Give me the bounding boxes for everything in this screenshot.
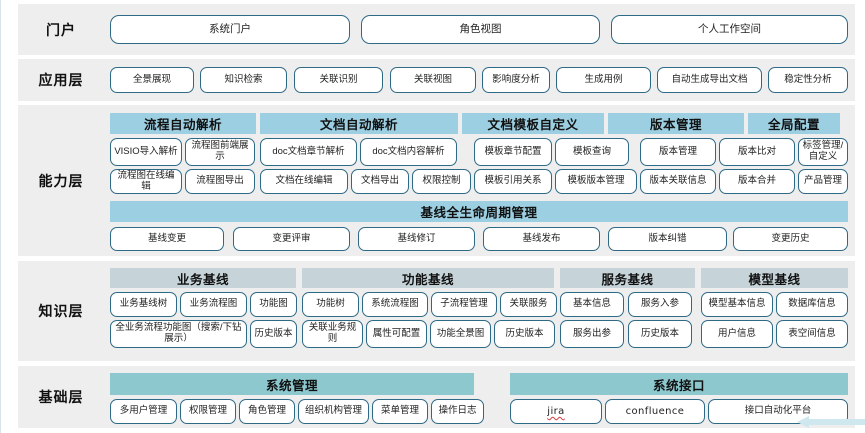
capability-group-header-version-management: 版本管理 [608,113,744,134]
capability-item-doc-online-edit[interactable]: 文档在线编辑 [260,169,348,194]
layer-body-capability: 流程自动解析 文档自动解析 文档模板自定义 版本管理 全局配置 VISIO导入解… [104,105,855,256]
knowledge-group-header-function-baseline: 功能基线 [302,268,554,288]
foundation-item-org-management[interactable]: 组织机构管理 [298,399,369,424]
lifecycle-item-version-correction[interactable]: 版本纠错 [608,227,727,251]
foundation-item-jira[interactable]: jira [510,399,602,424]
knowledge-item-service-input-params[interactable]: 服务入参 [628,292,692,317]
knowledge-item-function-chart[interactable]: 功能图 [250,292,297,317]
capability-group-header-process-parsing: 流程自动解析 [110,113,256,134]
capability-group-header-doc-template: 文档模板自定义 [462,113,604,134]
layer-label-knowledge: 知识层 [38,303,84,319]
capability-item-template-query[interactable]: 模板查询 [555,138,629,166]
capability-item-template-chapter-config[interactable]: 模板章节配置 [474,138,552,166]
knowledge-item-business-history-version[interactable]: 历史版本 [250,320,297,348]
layer-row-portal: 门户 系统门户 角色视图 个人工作空间 [18,4,855,55]
layer-label-foundation: 基础层 [38,389,84,405]
capability-item-doc-chapter-parse[interactable]: doc文档章节解析 [260,138,357,166]
knowledge-item-user-info[interactable]: 用户信息 [701,320,773,348]
foundation-item-confluence[interactable]: confluence [605,399,705,424]
knowledge-group-header-service-baseline: 服务基线 [560,268,695,288]
portal-item-personal-workspace[interactable]: 个人工作空间 [611,15,848,44]
app-item-stability-analysis[interactable]: 稳定性分析 [768,67,848,93]
capability-item-flowchart-online-edit[interactable]: 流程图在线编辑 [110,169,182,194]
lifecycle-item-baseline-revision[interactable]: 基线修订 [358,227,475,251]
foundation-item-multi-user-management[interactable]: 多用户管理 [110,399,177,424]
capability-item-version-management[interactable]: 版本管理 [640,138,716,166]
capability-item-version-merge[interactable]: 版本合并 [719,169,795,194]
capability-item-doc-export[interactable]: 文档导出 [351,169,409,194]
knowledge-item-service-basic-info[interactable]: 基本信息 [560,292,624,317]
capability-item-template-version-management[interactable]: 模板版本管理 [555,169,637,194]
foundation-group-header-system-interface: 系统接口 [510,373,848,395]
app-item-generate-case[interactable]: 生成用例 [556,67,651,93]
capability-group-header-document-parsing: 文档自动解析 [260,113,458,134]
capability-lifecycle-header: 基线全生命周期管理 [110,201,848,222]
capability-item-visio-import-parse[interactable]: VISIO导入解析 [110,138,182,166]
knowledge-item-model-basic-info[interactable]: 模型基本信息 [701,292,773,317]
layer-label-portal: 门户 [46,21,76,38]
app-item-relation-view[interactable]: 关联视图 [390,67,476,93]
knowledge-item-function-tree[interactable]: 功能树 [302,292,359,317]
app-item-relation-recognition[interactable]: 关联识别 [294,67,383,93]
knowledge-item-tablespace-info[interactable]: 表空间信息 [776,320,848,348]
app-item-impact-analysis[interactable]: 影响度分析 [482,67,550,93]
knowledge-group-header-model-baseline: 模型基线 [701,268,848,288]
capability-item-template-reference-relation[interactable]: 模板引用关系 [474,169,552,194]
capability-item-version-relation-info[interactable]: 版本关联信息 [640,169,716,194]
layer-body-application: 全景展现 知识检索 关联识别 关联视图 影响度分析 生成用例 自动生成导出文档 … [104,59,855,101]
layer-body-portal: 系统门户 角色视图 个人工作空间 [104,4,855,55]
layer-body-foundation: 系统管理 系统接口 多用户管理 权限管理 角色管理 组织机构管理 菜单管理 操作… [104,366,855,428]
foundation-item-operation-log[interactable]: 操作日志 [431,399,484,424]
knowledge-item-service-output-params[interactable]: 服务出参 [560,320,624,348]
layer-row-capability: 能力层 流程自动解析 文档自动解析 文档模板自定义 版本管理 全局配置 VISI… [18,105,855,256]
layer-label-capability: 能力层 [38,172,84,189]
knowledge-item-business-flowchart[interactable]: 业务流程图 [180,292,247,317]
knowledge-item-function-history-version[interactable]: 历史版本 [494,320,555,348]
capability-item-product-management[interactable]: 产品管理 [798,169,848,194]
app-item-auto-export-doc[interactable]: 自动生成导出文档 [657,67,762,93]
layer-body-knowledge: 业务基线 功能基线 服务基线 模型基线 业务基线树 业务流程图 功能图 全业务流… [104,261,855,361]
knowledge-item-related-business-rule[interactable]: 关联业务规则 [302,320,363,348]
layer-row-knowledge: 知识层 业务基线 功能基线 服务基线 模型基线 业务基线树 业务流程图 功能图 … [18,261,855,361]
capability-item-flowchart-export[interactable]: 流程图导出 [185,169,255,194]
foundation-item-interface-automation-platform[interactable]: 接口自动化平台 [708,399,848,424]
foundation-item-menu-management[interactable]: 菜单管理 [372,399,428,424]
knowledge-item-database-info[interactable]: 数据库信息 [776,292,848,317]
knowledge-item-business-baseline-tree[interactable]: 业务基线树 [110,292,177,317]
knowledge-item-service-history-version[interactable]: 历史版本 [628,320,692,348]
knowledge-item-subprocess-management[interactable]: 子流程管理 [431,292,497,317]
portal-item-role-view[interactable]: 角色视图 [361,15,600,44]
capability-item-doc-content-parse[interactable]: doc文档内容解析 [360,138,457,166]
foundation-item-permission-management[interactable]: 权限管理 [180,399,236,424]
app-item-knowledge-search[interactable]: 知识检索 [200,67,287,93]
knowledge-item-function-panorama[interactable]: 功能全景图 [430,320,491,348]
layer-row-application: 应用层 全景展现 知识检索 关联识别 关联视图 影响度分析 生成用例 自动生成导… [18,59,855,101]
capability-item-flowchart-frontend-display[interactable]: 流程图前端展示 [185,138,255,166]
lifecycle-item-baseline-release[interactable]: 基线发布 [483,227,600,251]
capability-item-version-compare[interactable]: 版本比对 [719,138,795,166]
capability-item-tag-management-custom[interactable]: 标签管理/自定义 [798,138,848,166]
knowledge-item-system-flowchart[interactable]: 系统流程图 [362,292,428,317]
knowledge-group-header-business-baseline: 业务基线 [110,268,296,288]
lifecycle-item-change-history[interactable]: 变更历史 [733,227,848,251]
lifecycle-item-baseline-change[interactable]: 基线变更 [110,227,224,251]
foundation-item-role-management[interactable]: 角色管理 [239,399,295,424]
knowledge-item-related-service[interactable]: 关联服务 [500,292,557,317]
app-item-panorama[interactable]: 全景展现 [110,67,194,93]
foundation-group-header-system-management: 系统管理 [110,373,474,395]
lifecycle-item-change-review[interactable]: 变更评审 [233,227,350,251]
layer-row-foundation: 基础层 系统管理 系统接口 多用户管理 权限管理 角色管理 组织机构管理 菜单管… [18,366,855,428]
layer-label-application: 应用层 [38,72,84,88]
portal-item-system-portal[interactable]: 系统门户 [110,15,350,44]
left-frame-edge [0,0,4,433]
corner-arrow-icon [797,416,865,428]
knowledge-item-attribute-configurable[interactable]: 属性可配置 [366,320,427,348]
knowledge-item-full-business-flow-function-chart[interactable]: 全业务流程功能图（搜索/下钻展示） [110,320,247,348]
capability-item-permission-control[interactable]: 权限控制 [412,169,471,194]
capability-group-header-global-config: 全局配置 [748,113,840,134]
